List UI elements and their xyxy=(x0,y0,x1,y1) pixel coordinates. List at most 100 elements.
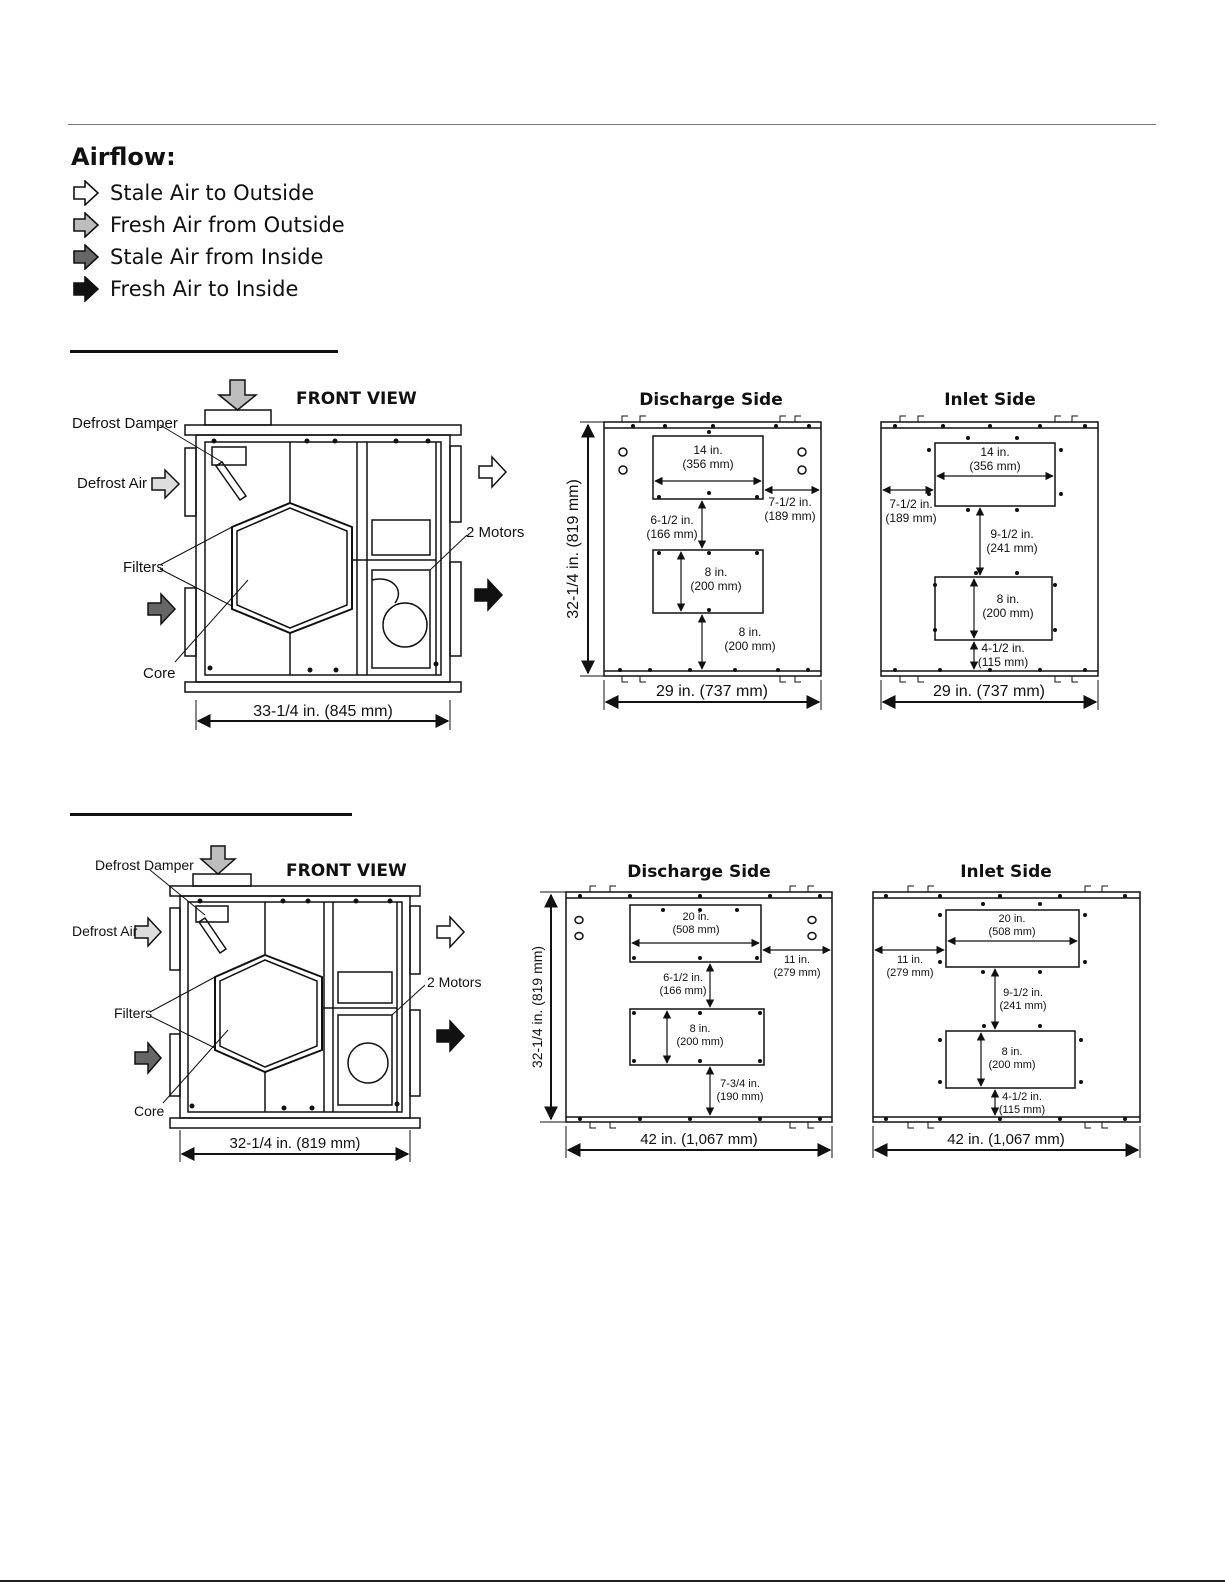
lower-opening-height-mm: (200 mm) xyxy=(690,579,741,593)
bottom-plate xyxy=(169,1117,421,1129)
gap-dim: 6-1/2 in. xyxy=(663,972,703,984)
header-rule xyxy=(68,124,1156,125)
top-opening-width-mm: (508 mm) xyxy=(672,924,719,936)
upper-opening xyxy=(629,904,762,963)
gap-dim: 9-1/2 in. xyxy=(990,527,1033,541)
bottom-offset: 7-3/4 in. xyxy=(720,1078,760,1090)
unit1-inlet-side: Inlet Side xyxy=(880,390,1099,710)
left-port-lower xyxy=(169,1033,181,1097)
top-opening-width: 14 in. xyxy=(693,443,722,457)
bottom-offset-mm: (115 mm) xyxy=(978,655,1028,669)
legend-title: Airflow: xyxy=(71,143,176,171)
blower-wheel xyxy=(347,1042,389,1084)
bottom-plate xyxy=(184,681,462,693)
section-rule-unit1 xyxy=(70,350,338,353)
legend-label: Fresh Air from Outside xyxy=(110,213,345,237)
lower-opening xyxy=(629,1008,765,1066)
top-opening-width-mm: (508 mm) xyxy=(988,926,1035,938)
label-defrost-damper: Defrost Damper xyxy=(72,415,178,432)
inlet-panel xyxy=(880,421,1099,677)
front-view-title: FRONT VIEW xyxy=(286,861,407,881)
top-opening-width: 20 in. xyxy=(683,911,710,923)
inlet-width-dim: 29 in. (737 mm) xyxy=(933,683,1045,700)
lower-opening xyxy=(934,576,1053,641)
gap-dim: 6-1/2 in. xyxy=(650,513,693,527)
left-port-upper xyxy=(169,907,181,971)
footer-rule xyxy=(0,1580,1225,1582)
label-filters: Filters xyxy=(123,559,164,576)
dark-gray-arrow-icon xyxy=(73,244,100,270)
front-width-dim: 32-1/4 in. (819 mm) xyxy=(230,1135,361,1152)
legend-label: Stale Air to Outside xyxy=(110,181,315,205)
top-plate xyxy=(169,885,421,897)
side-offset: 7-1/2 in. xyxy=(768,495,811,509)
gap-dim-mm: (166 mm) xyxy=(659,985,706,997)
front-view-title: FRONT VIEW xyxy=(296,389,417,409)
top-opening-width: 14 in. xyxy=(980,445,1009,459)
discharge-panel xyxy=(603,421,822,677)
outline-arrow-icon xyxy=(73,180,100,206)
airflow-legend: Stale Air to Outside Fresh Air from Outs… xyxy=(72,177,345,305)
discharge-height-dim: 32-1/4 in. (819 mm) xyxy=(565,479,582,619)
side-offset-mm: (279 mm) xyxy=(773,967,820,979)
unit2-front-view: FRONT VIEW xyxy=(134,845,466,1162)
top-duct xyxy=(192,873,252,887)
left-port-upper xyxy=(184,447,197,517)
bottom-offset: 4-1/2 in. xyxy=(981,641,1024,655)
damper-box xyxy=(195,905,229,923)
legend-item-fresh-to-inside: Fresh Air to Inside xyxy=(72,273,345,305)
unit1-discharge-side: Discharge Side xyxy=(580,390,822,710)
lower-opening-height-mm: (200 mm) xyxy=(988,1059,1035,1071)
cabinet-inner xyxy=(204,441,442,676)
unit2-inlet-side: Inlet Side xyxy=(872,862,1141,1158)
top-opening-width-mm: (356 mm) xyxy=(682,457,733,471)
label-core: Core xyxy=(134,1103,165,1119)
bottom-offset-mm: (200 mm) xyxy=(724,639,775,653)
lower-opening xyxy=(652,549,764,614)
cabinet-inner xyxy=(187,901,403,1113)
right-port-lower xyxy=(449,561,462,657)
cabinet xyxy=(195,434,451,683)
damper-blade xyxy=(197,916,228,955)
discharge-title: Discharge Side xyxy=(627,862,770,882)
label-filters: Filters xyxy=(114,1005,152,1021)
label-defrost-air: Defrost Air xyxy=(72,923,138,939)
lower-opening-height: 8 in. xyxy=(1002,1046,1023,1058)
discharge-width-dim: 29 in. (737 mm) xyxy=(656,683,768,700)
left-port-lower xyxy=(184,587,197,657)
stale-from-inside-arrow-icon xyxy=(134,1040,162,1076)
bottom-offset: 8 in. xyxy=(739,625,762,639)
unit1-front-view: FRONT VIEW xyxy=(147,379,508,730)
defrost-air-arrow-icon xyxy=(134,916,163,948)
top-opening-width: 20 in. xyxy=(999,913,1026,925)
legend-item-fresh-from-outside: Fresh Air from Outside xyxy=(72,209,345,241)
defrost-air-arrow-icon xyxy=(151,468,181,500)
legend-item-stale-from-inside: Stale Air from Inside xyxy=(72,241,345,273)
top-plate xyxy=(184,424,462,436)
upper-opening xyxy=(934,442,1056,507)
section-rule-unit2 xyxy=(70,813,352,816)
fresh-to-inside-arrow-icon xyxy=(436,1019,466,1053)
label-motors: 2 Motors xyxy=(466,524,524,541)
motor-upper xyxy=(337,971,393,1004)
motor-upper xyxy=(371,519,431,556)
damper-box xyxy=(211,446,247,466)
lower-opening xyxy=(945,1030,1076,1089)
side-offset-mm: (189 mm) xyxy=(764,509,815,523)
discharge-height-dim: 32-1/4 in. (819 mm) xyxy=(529,946,545,1068)
legend-item-stale-to-outside: Stale Air to Outside xyxy=(72,177,345,209)
damper-blade xyxy=(214,460,248,502)
inlet-panel xyxy=(872,891,1141,1123)
cabinet xyxy=(179,895,411,1119)
blower-wheel xyxy=(382,602,428,648)
defrost-down-arrow-icon xyxy=(216,379,259,411)
fresh-to-inside-arrow-icon xyxy=(474,578,504,612)
side-offset-mm: (189 mm) xyxy=(885,511,936,525)
gap-dim: 9-1/2 in. xyxy=(1003,987,1043,999)
gap-dim-mm: (166 mm) xyxy=(646,527,697,541)
defrost-down-arrow-icon xyxy=(199,845,237,876)
stale-to-outside-arrow-icon xyxy=(436,915,466,949)
stale-from-inside-arrow-icon xyxy=(147,592,177,626)
lower-opening-height: 8 in. xyxy=(690,1023,711,1035)
